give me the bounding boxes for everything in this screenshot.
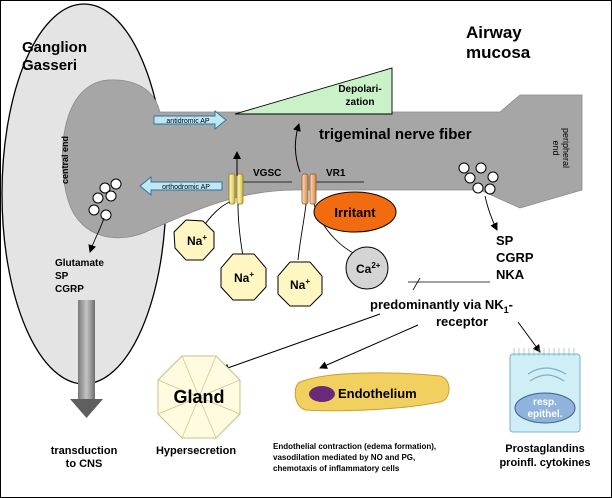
central-release-3: CGRP: [55, 284, 84, 295]
peripheral-end-label-1: peripheral: [561, 128, 571, 168]
peripheral-vesicles: [458, 162, 499, 195]
gland: [157, 355, 241, 439]
na-label-2: Na+: [234, 270, 254, 285]
cns-arrow: [70, 300, 103, 418]
na-label-3: Na+: [290, 277, 310, 292]
arrow-to-endothelium: [319, 324, 419, 369]
peripheral-release-3: NKA: [496, 267, 525, 282]
orthodromic-label: orthodromic AP: [162, 184, 210, 191]
gland-label: Gland: [173, 387, 224, 407]
irritant-ellipse: [313, 191, 397, 233]
ganglion-title-1: Ganglion: [22, 39, 87, 56]
ganglion-title-2: Gasseri: [22, 57, 77, 74]
resp-epithel-cell: [509, 348, 581, 433]
vr1-label: VR1: [326, 168, 346, 179]
ca-label: Ca2+: [356, 261, 381, 276]
airway-title-2: mucosa: [466, 43, 531, 62]
resp-epithel-label-2: epithel.: [527, 409, 562, 420]
outcome-endothelium-3: chemotaxis of inflammatory cells: [273, 464, 400, 473]
arrow-to-epithel: [517, 321, 541, 353]
na-ion-2: [220, 253, 267, 301]
peripheral-release-2: CGRP: [496, 250, 534, 265]
endothelium-label: Endothelium: [338, 386, 417, 401]
nk1-line-1: predominantly via NK1-: [370, 297, 513, 315]
arrow-to-gland: [221, 313, 381, 372]
depolarization-label-1: Depolari-: [338, 84, 381, 95]
central-release-2: SP: [55, 271, 69, 282]
outcome-endothelium-2: vasodilation mediated by NO and PG,: [273, 453, 415, 462]
na2-path: [237, 203, 245, 263]
nerve-fiber-label: trigeminal nerve fiber: [319, 126, 472, 143]
endothelium-nucleus: [309, 386, 335, 402]
outcome-cns-2: to CNS: [66, 458, 103, 470]
ca-ion: [345, 246, 389, 290]
vgsc-channel: [228, 173, 244, 205]
outcome-endothelium-1: Endothelial contraction (edema formation…: [273, 442, 436, 451]
central-vesicles: [88, 178, 122, 221]
outcome-cns-1: transduction: [51, 445, 118, 457]
central-release-1: Glutamate: [55, 258, 104, 269]
outcome-epithel-1: Prostaglandins: [505, 443, 584, 455]
endothelium-cell: [294, 372, 450, 412]
na3-path: [297, 203, 307, 261]
outcome-gland: Hypersecretion: [156, 445, 236, 457]
vgsc-label: VGSC: [253, 168, 281, 179]
outcome-epithel-2: proinfl. cytokines: [499, 457, 590, 469]
peripheral-end-label-2: end: [551, 140, 561, 155]
antidromic-ap-arrow: [153, 110, 227, 130]
depolarization-arrow: [293, 123, 301, 173]
vr1-channel: [301, 173, 317, 205]
airway-title-1: Airway: [466, 23, 522, 42]
na-ion-3: [277, 261, 323, 307]
resp-epithel-label-1: resp.: [533, 397, 557, 408]
nk1-tick: [412, 277, 421, 291]
peripheral-release-1: SP: [496, 233, 514, 248]
antidromic-label: antidromic AP: [166, 118, 210, 125]
central-end-label: central end: [60, 136, 70, 184]
depolarization-wedge: [234, 67, 393, 115]
nk1-line-2: receptor: [436, 314, 488, 329]
central-release-arrow: [88, 217, 105, 253]
peripheral-release-arrow: [484, 195, 498, 231]
irritant-label: Irritant: [334, 205, 376, 220]
na-ion-1: [173, 219, 215, 261]
depolarization-label-2: zation: [346, 97, 375, 108]
na-label-1: Na+: [187, 233, 207, 248]
orthodromic-ap-arrow: [139, 176, 223, 196]
